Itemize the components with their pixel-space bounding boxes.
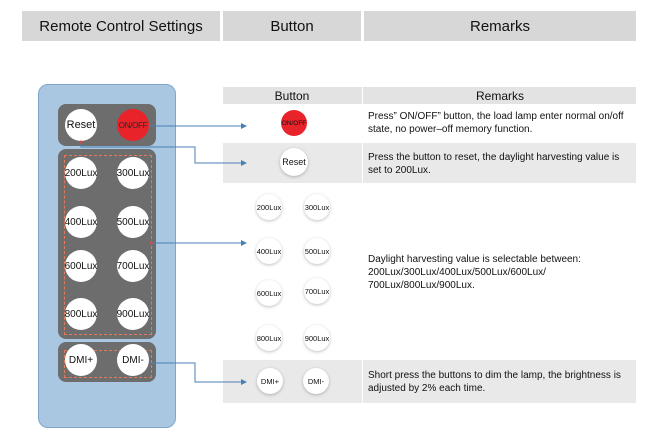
remote-dmi-plus-button[interactable]: DMI+ [65,344,97,376]
remote-onoff-button[interactable]: ON/OFF [117,109,149,141]
remote-lux-600-button[interactable]: 600Lux [65,250,97,282]
onoff-button-icon: ON/OFF [281,110,307,136]
dmi-minus-icon: DMI- [303,368,329,394]
lux-600-icon: 600Lux [256,280,282,306]
lux-900-icon: 900Lux [304,325,330,351]
reset-connector-dot [79,140,83,144]
remote-lux-700-button[interactable]: 700Lux [117,250,149,282]
remote-dmi-minus-button[interactable]: DMI- [117,344,149,376]
remote-lux-500-button[interactable]: 500Lux [117,206,149,238]
reset-connector [80,141,247,166]
lux-500-icon: 500Lux [304,238,330,264]
reset-button-icon: Reset [280,148,308,176]
remote-lux-400-button[interactable]: 400Lux [65,206,97,238]
dmi-group-outline [64,350,152,378]
header-remote-control-settings: Remote Control Settings [22,11,220,41]
dmi-plus-icon: DMI+ [257,368,283,394]
remote-reset-button[interactable]: Reset [65,109,97,141]
table-row [223,183,636,360]
onoff-remark: Press” ON/OFF” button, the load lamp ent… [368,111,624,135]
remote-lux-300-button[interactable]: 300Lux [117,157,149,189]
lux-300-icon: 300Lux [304,194,330,220]
table-header-button: Button [274,89,310,103]
lux-400-icon: 400Lux [256,238,282,264]
remote-lux-800-button[interactable]: 800Lux [65,298,97,330]
dmi-remark: Short press the buttons to dim the lamp,… [368,370,621,394]
table-header: Button Remarks [223,87,636,104]
reset-remark: Press the button to reset, the daylight … [368,152,620,176]
header-button: Button [223,11,361,41]
lux-connector-dot [149,241,153,245]
table-row [223,360,636,403]
table-header-remarks: Remarks [475,89,524,103]
dmi-connector [150,362,247,385]
remote-lux-200-button[interactable]: 200Lux [65,157,97,189]
lux-remark: Daylight harvesting value is selectable … [368,254,581,291]
lux-200-icon: 200Lux [256,194,282,220]
lux-700-icon: 700Lux [304,278,330,304]
lux-group-outline [64,155,152,335]
remote-lux-900-button[interactable]: 900Lux [117,298,149,330]
header-remarks: Remarks [364,11,636,41]
column-divider [362,87,363,403]
lux-800-icon: 800Lux [256,325,282,351]
